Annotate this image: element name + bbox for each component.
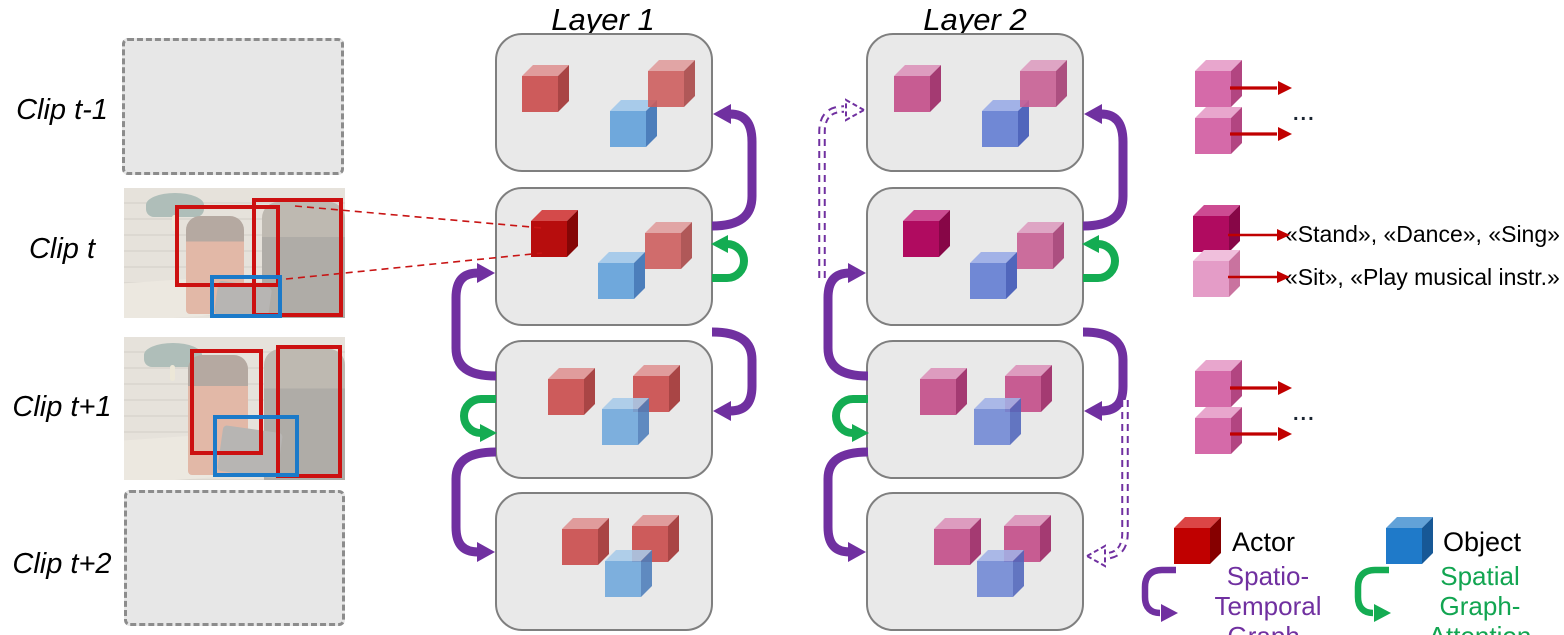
object-cube (598, 252, 645, 299)
actor-cube (920, 368, 967, 415)
object-cube (977, 550, 1024, 597)
ellipsis-top: ... (1293, 103, 1316, 125)
arrowhead (1084, 401, 1102, 421)
clip-label-t: Clip t (28, 233, 96, 265)
arrowhead (1374, 604, 1391, 622)
arrowhead (1161, 604, 1178, 622)
legend-object-cube (1386, 517, 1433, 564)
feature-cube-actor2 (1193, 250, 1240, 297)
arrowhead (1082, 235, 1099, 253)
st-attention-dashed-arrow-inner (1103, 400, 1127, 558)
arrowhead (1278, 427, 1292, 441)
legend-spatio-temporal-arrow (1141, 566, 1176, 617)
arrowhead (477, 542, 495, 562)
feature-cube (1195, 360, 1242, 407)
legend-spatio-temporal-label: Spatio-Temporal Graph-Attention (1214, 561, 1322, 635)
arrowhead (848, 263, 866, 283)
arrowhead (1278, 127, 1292, 141)
legend-object-label: Object (1443, 527, 1522, 557)
actor-cube (648, 60, 695, 107)
arrowhead (713, 401, 731, 421)
actor-cube (645, 222, 692, 269)
arrowhead (1278, 381, 1292, 395)
actor-cube (894, 65, 941, 112)
spatial-attention-loop-l1-tplus1 (460, 395, 496, 437)
actor-cube (1017, 222, 1064, 269)
actor-cube (562, 518, 609, 565)
st-attention-arrow-l2-t-to-tminus1 (1082, 109, 1128, 231)
feature-cube-actor1 (1193, 205, 1240, 252)
object-cube (982, 100, 1029, 147)
actor-cube-highlighted (531, 210, 578, 257)
st-attention-dashed-arrow-l2-up (818, 105, 845, 278)
st-attention-dashed-arrow-l2-down (1103, 400, 1129, 560)
layer2-title: Layer 2 (923, 2, 1027, 37)
feature-cube (1195, 407, 1242, 454)
actor-cube-highlighted (903, 210, 950, 257)
clip-label-t-minus-1: Clip t-1 (16, 94, 108, 126)
object-cube (610, 100, 657, 147)
object-bbox (213, 415, 299, 477)
feature-cube (1195, 107, 1242, 154)
clip-label-t-plus-1: Clip t+1 (12, 391, 112, 423)
legend-spatial-label: Spatial Graph-Attention (1429, 561, 1532, 635)
object-bbox (210, 275, 282, 318)
actor-bbox (175, 205, 280, 287)
arrowhead (477, 263, 495, 283)
action-labels-actor1: «Stand», «Dance», «Sing» (1285, 221, 1560, 247)
st-attention-dashed-arrow-inner (820, 107, 845, 278)
arrowhead (1278, 81, 1292, 95)
legend-spatial-arrow (1354, 566, 1389, 617)
clip-frame-t-plus-1 (124, 337, 345, 480)
action-labels-actor2: «Sit», «Play musical instr.» (1285, 264, 1560, 290)
actor-cube (548, 368, 595, 415)
object-cube (602, 398, 649, 445)
spatial-attention-loop-l2-tplus1 (832, 395, 868, 437)
hollow-arrowhead (1084, 544, 1106, 568)
arrowhead (1084, 104, 1102, 124)
st-attention-arrow-l1-tplus1-to-t (451, 268, 497, 381)
actor-bbox (276, 345, 342, 478)
object-cube (970, 252, 1017, 299)
object-cube (974, 398, 1021, 445)
st-attention-arrow-l2-tplus1-to-t (823, 268, 869, 381)
st-attention-arrow-l2-t-to-tplus1 (1082, 327, 1128, 416)
legend-actor-label: Actor (1232, 527, 1296, 557)
st-attention-arrow-l2-tplus1-to-tplus2 (823, 447, 869, 557)
clip-frame-t (124, 188, 345, 318)
arrowhead (713, 104, 731, 124)
clip-placeholder-t-minus-1 (122, 38, 344, 175)
clip-label-t-plus-2: Clip t+2 (12, 548, 112, 580)
clip-placeholder-t-plus-2 (124, 490, 345, 626)
legend-actor-cube (1174, 517, 1221, 564)
fade-overlay (124, 337, 345, 480)
feature-cube (1195, 60, 1242, 107)
spatial-attention-loop-l2-t (1083, 240, 1119, 282)
actor-cube (934, 518, 981, 565)
spatial-attention-loop-l1-t (712, 240, 748, 282)
st-attention-arrow-l1-t-to-tminus1 (711, 109, 757, 231)
actor-cube (522, 65, 569, 112)
layer1-title: Layer 1 (551, 2, 655, 37)
arrowhead (848, 542, 866, 562)
actor-cube (1020, 60, 1067, 107)
arrowhead (711, 235, 728, 253)
hollow-arrowhead (845, 98, 867, 122)
ellipsis-bottom: ... (1293, 403, 1316, 425)
st-attention-arrow-l1-tplus1-to-tplus2 (451, 447, 497, 557)
st-attention-arrow-l1-t-to-tplus1 (711, 327, 757, 416)
actor-bbox (190, 349, 263, 455)
object-cube (605, 550, 652, 597)
